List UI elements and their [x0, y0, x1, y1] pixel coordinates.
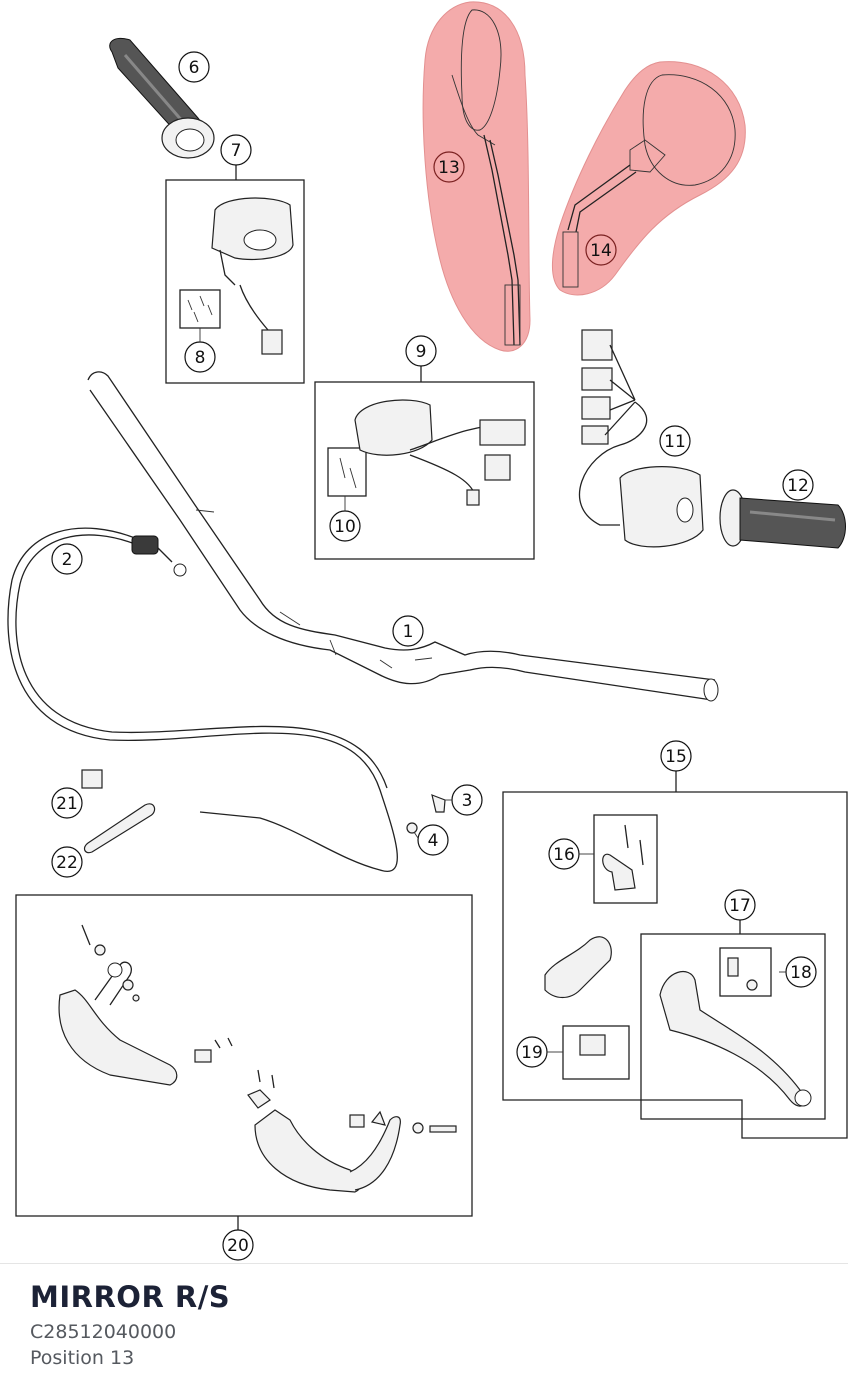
clutch-cable-part	[7, 527, 398, 873]
right-switch-part	[578, 329, 704, 548]
box-18	[719, 947, 772, 997]
svg-text:22: 22	[56, 853, 78, 873]
callout-13[interactable]: 13	[433, 151, 465, 183]
switch-housing-part	[354, 399, 526, 506]
svg-text:11: 11	[664, 432, 686, 452]
handguard-parts	[58, 924, 457, 1193]
box-20	[15, 894, 473, 1217]
callout-9[interactable]: 9	[405, 335, 437, 367]
svg-text:19: 19	[521, 1043, 543, 1063]
callout-12[interactable]: 12	[782, 469, 814, 501]
mirror-right-highlight[interactable]	[422, 1, 531, 352]
box-10	[327, 447, 367, 497]
callout-18[interactable]: 18	[785, 956, 817, 988]
svg-text:14: 14	[590, 241, 612, 261]
callout-7[interactable]: 7	[220, 134, 252, 166]
svg-text:2: 2	[62, 550, 73, 570]
callout-8[interactable]: 8	[184, 341, 216, 373]
small-parts	[81, 769, 446, 854]
grip-left-part	[109, 37, 215, 159]
svg-text:4: 4	[428, 831, 439, 851]
callout-17[interactable]: 17	[724, 889, 756, 921]
box-19	[562, 1025, 630, 1080]
svg-text:20: 20	[227, 1236, 249, 1256]
svg-text:6: 6	[189, 58, 200, 78]
part-info-panel: MIRROR R/S C28512040000 Position 13	[30, 1280, 230, 1371]
callout-21[interactable]: 21	[51, 787, 83, 819]
box-17	[640, 933, 826, 1120]
exploded-parts-diagram: 1 2 3 4 6 7 8 9 10 11 12 13 14 15 16 17 …	[7, 1, 848, 1261]
svg-text:1: 1	[403, 622, 414, 642]
callout-4[interactable]: 4	[417, 824, 449, 856]
callout-16[interactable]: 16	[548, 838, 580, 870]
svg-text:3: 3	[462, 791, 473, 811]
svg-text:18: 18	[790, 963, 812, 983]
svg-text:16: 16	[553, 845, 575, 865]
callout-6[interactable]: 6	[178, 51, 210, 83]
callout-11[interactable]: 11	[659, 425, 691, 457]
mirror-left-highlight[interactable]	[551, 61, 746, 296]
handlebar-part	[87, 371, 719, 702]
part-title: MIRROR R/S	[30, 1280, 231, 1314]
callout-20[interactable]: 20	[222, 1229, 254, 1261]
callout-3[interactable]: 3	[451, 784, 483, 816]
grip-right-part	[719, 489, 846, 549]
callout-22[interactable]: 22	[51, 846, 83, 878]
callout-19[interactable]: 19	[516, 1036, 548, 1068]
svg-text:10: 10	[334, 517, 356, 537]
part-code: C28512040000	[30, 1321, 177, 1343]
svg-text:21: 21	[56, 794, 78, 814]
svg-text:9: 9	[416, 342, 427, 362]
svg-text:7: 7	[231, 141, 242, 161]
svg-text:12: 12	[787, 476, 809, 496]
part-position: Position 13	[30, 1347, 135, 1369]
callout-15[interactable]: 15	[660, 740, 692, 772]
box-15	[502, 791, 848, 1139]
throttle-housing-part	[211, 197, 294, 355]
svg-text:13: 13	[438, 158, 460, 178]
callout-2[interactable]: 2	[51, 543, 83, 575]
box-16	[593, 814, 658, 904]
box-7	[165, 179, 305, 384]
svg-text:8: 8	[195, 348, 206, 368]
svg-text:15: 15	[665, 747, 687, 767]
lever-parts	[544, 824, 812, 1107]
svg-text:17: 17	[729, 896, 751, 916]
callout-14[interactable]: 14	[585, 234, 617, 266]
box-9	[314, 381, 535, 560]
box-8	[179, 289, 221, 329]
callout-10[interactable]: 10	[329, 510, 361, 542]
callout-1[interactable]: 1	[392, 615, 424, 647]
divider	[0, 1263, 848, 1264]
